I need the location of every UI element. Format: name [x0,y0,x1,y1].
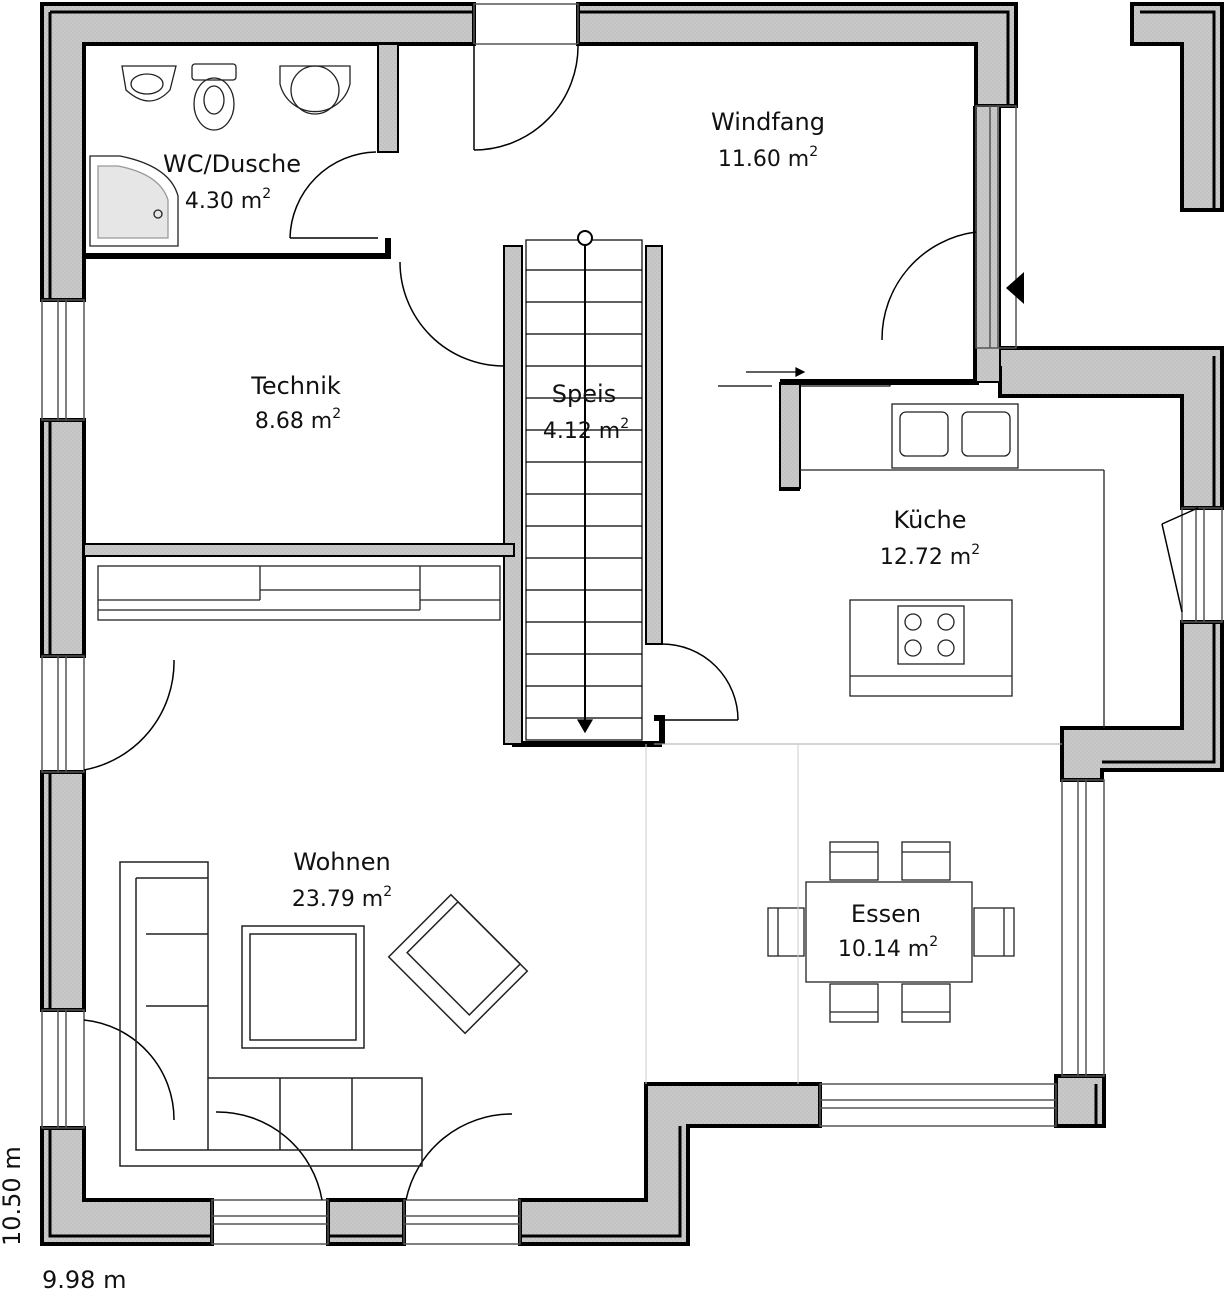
wall-edges [48,10,1216,1238]
stairs [525,230,643,741]
outer-walls [40,2,1224,1246]
room-name: Technik [250,372,341,400]
room-wohnen: Wohnen 23.79 m2 [292,848,392,912]
dining-furniture [645,743,1062,1084]
room-name: Küche [894,506,967,534]
dimension-width: 9.98 m [42,1266,126,1294]
room-area: 4.12 m2 [543,416,629,444]
room-wc-dusche: WC/Dusche 4.30 m2 [163,150,301,214]
room-windfang: Windfang 11.60 m2 [711,108,825,172]
room-technik: Technik 8.68 m2 [250,372,341,434]
kitchen-furniture [800,403,1105,728]
room-area: 10.14 m2 [838,934,938,962]
dimension-height: 10.50 m [0,1146,26,1246]
interior-wall-fills [83,43,1001,745]
room-area: 23.79 m2 [292,884,392,912]
interior-walls [84,44,979,747]
room-area: 12.72 m2 [880,542,980,570]
room-name: Windfang [711,108,825,136]
room-name: Wohnen [293,848,390,876]
room-area: 8.68 m2 [255,406,341,434]
room-area: 11.60 m2 [718,144,818,172]
sliding-door-arrows [718,367,891,387]
room-area: 4.30 m2 [185,186,271,214]
room-name: WC/Dusche [163,150,301,178]
room-kueche: Küche 12.72 m2 [880,506,980,570]
living-furniture [119,861,529,1167]
entrance-arrow-icon [1006,272,1024,304]
room-speis: Speis 4.12 m2 [543,380,629,444]
cabinets [97,565,501,621]
room-name: Essen [851,900,921,928]
windows [41,3,1223,1245]
room-name: Speis [552,380,616,408]
doors [83,43,1199,1201]
room-labels: WC/Dusche 4.30 m2 Windfang 11.60 m2 Tech… [163,108,980,962]
room-essen: Essen 10.14 m2 [838,900,938,962]
sanitary-fixtures [89,63,351,247]
